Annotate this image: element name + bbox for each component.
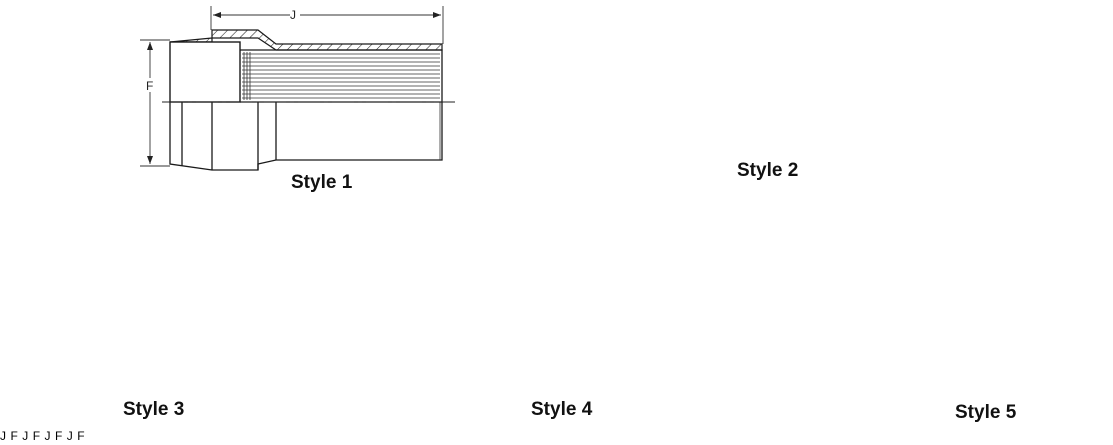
style-1-caption: Style 1 — [291, 172, 353, 193]
style-2-j-label: J — [0, 429, 6, 443]
style-3-drawing: J F — [22, 427, 44, 444]
style-1-drawing: J F — [140, 6, 455, 171]
style-3-f-label: F — [32, 429, 41, 443]
style-5-caption: Style 5 — [955, 402, 1017, 423]
style-4-caption: Style 4 — [531, 399, 593, 420]
style-5-f-label: F — [77, 429, 85, 443]
style-1-j-label: J — [290, 8, 296, 22]
style-4-drawing: J F — [45, 427, 67, 444]
style-2-caption: Style 2 — [737, 160, 799, 181]
style-3-j-label: J — [22, 429, 29, 443]
style-5-j-label: J — [66, 429, 73, 443]
style-3-caption: Style 3 — [123, 399, 185, 420]
fitting-styles-diagram: J F — [0, 6, 1017, 443]
style-4-j-label: J — [44, 429, 51, 443]
style-2-drawing: J F — [0, 427, 22, 444]
style-1-f-label: F — [146, 79, 153, 93]
style-5-drawing: J F — [67, 427, 85, 444]
style-4-f-label: F — [54, 429, 63, 443]
style-2-f-label: F — [10, 429, 18, 443]
